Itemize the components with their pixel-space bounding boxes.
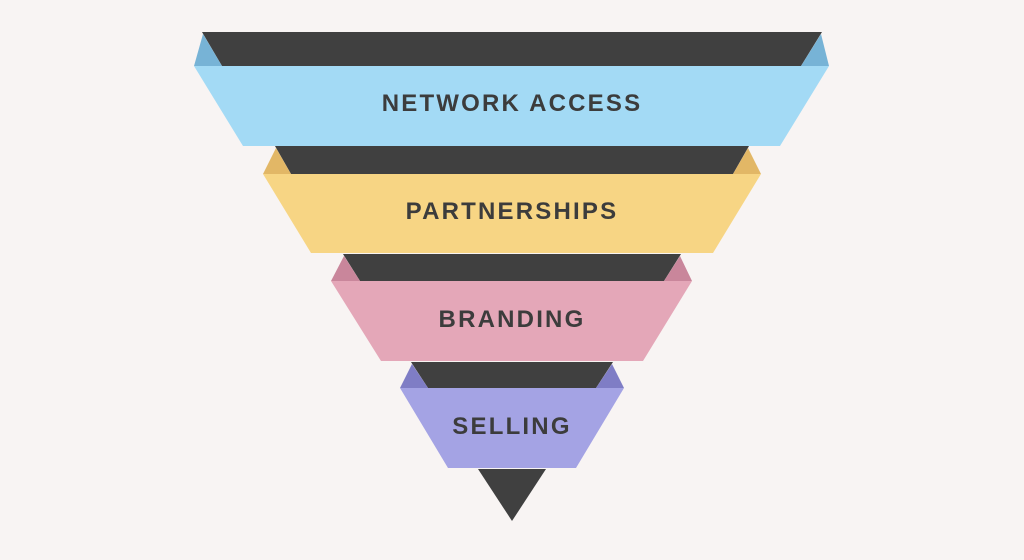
level-4-fold-left [400,364,428,388]
level-1-shadow [202,32,822,66]
level-2-fold-left [263,148,291,174]
level-3-band [331,281,692,361]
level-3-fold-left [331,256,360,281]
level-4-label: SELLING [452,413,572,440]
level-3-label: BRANDING [438,306,586,333]
level-3-fold-right [664,256,692,281]
funnel-level-4 [400,362,624,468]
funnel-level-2 [263,146,761,253]
level-4-shadow [411,362,613,388]
funnel-level-3 [331,254,692,361]
level-1-label: NETWORK ACCESS [381,90,643,117]
level-2-fold-right [733,148,761,174]
level-2-shadow [275,146,749,174]
level-4-band [400,388,624,468]
funnel-level-1 [194,32,829,146]
level-1-fold-right [801,34,829,66]
level-4-fold-right [596,364,624,388]
level-1-band [194,66,829,146]
funnel-tip [478,469,546,521]
level-3-shadow [343,254,681,281]
level-2-label: PARTNERSHIPS [405,198,619,225]
level-2-band [263,174,761,253]
level-1-fold-left [194,34,222,66]
